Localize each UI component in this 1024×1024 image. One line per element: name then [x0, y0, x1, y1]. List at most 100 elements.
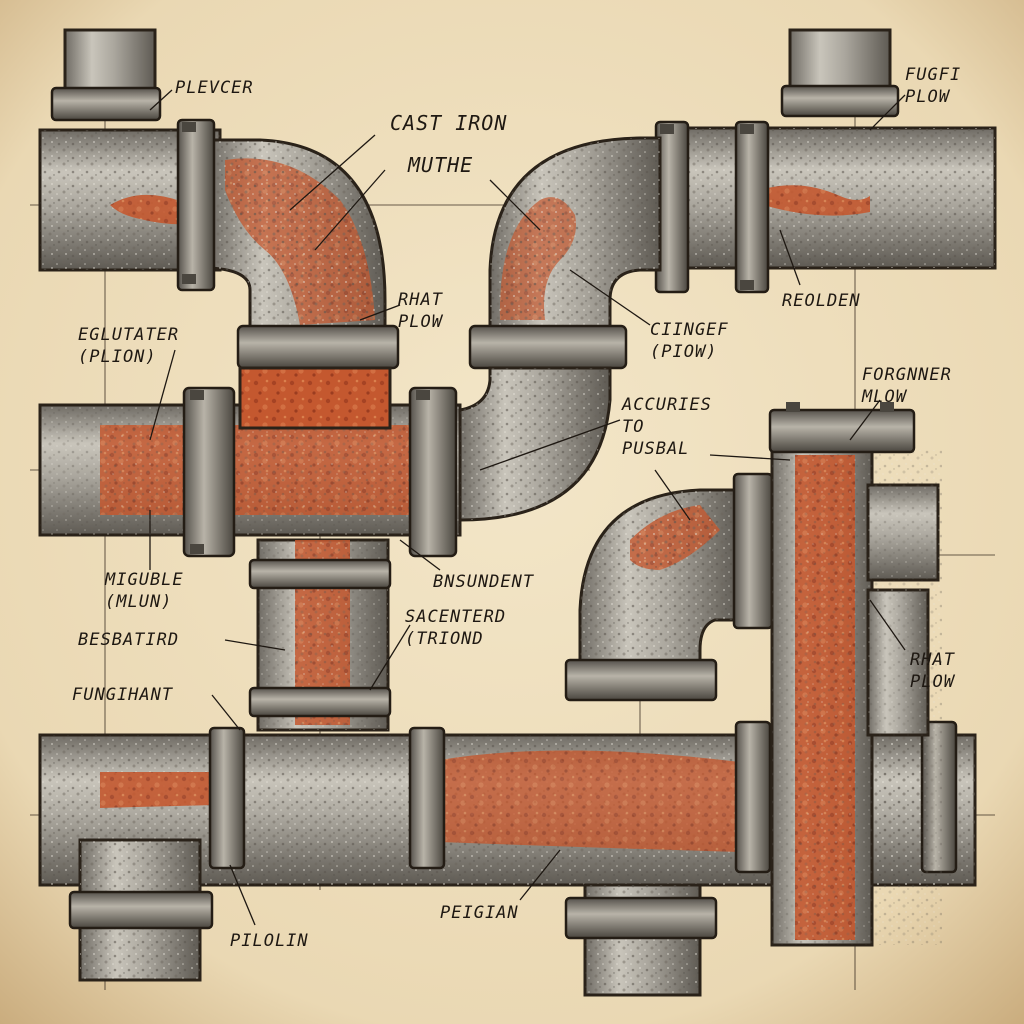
label-line: PILOLIN: [230, 931, 309, 951]
label-line: FUNGIHANT: [72, 685, 174, 705]
leader-line: [709, 454, 791, 461]
leader-line: [569, 269, 651, 326]
leader-line: [369, 624, 411, 691]
bolt-icon: [880, 402, 894, 412]
leader-line: [399, 539, 441, 571]
pipe-network: [38, 28, 997, 997]
label-line: CIINGEF: [650, 320, 729, 340]
label-migueble: MIGUBLE(MLUN): [104, 570, 184, 612]
label-line: EGLUTATER: [78, 325, 179, 345]
label-line: PLOW: [398, 312, 444, 332]
label-line: FORGNNER: [862, 365, 952, 385]
label-line: (TRIOND: [405, 629, 484, 649]
label-reolden: REOLDEN: [782, 291, 861, 311]
rust-patch: [760, 185, 870, 216]
label-peigian: PEIGIAN: [440, 903, 519, 923]
label-line: BNSUNDENT: [433, 572, 535, 592]
label-line: FUGFI: [905, 65, 961, 85]
pipe-flange: [176, 118, 216, 292]
leader-line: [869, 94, 906, 131]
label-cast-iron: CAST IRON: [390, 111, 507, 135]
pipe-texture: [460, 368, 610, 520]
label-ciingef: CIINGEF(PIOW): [650, 320, 729, 362]
leader-line: [654, 469, 691, 521]
leader-lines: [149, 89, 906, 926]
leader-line: [149, 89, 173, 111]
leader-line: [849, 399, 881, 441]
pipe-texture: [580, 490, 740, 665]
bolts: [182, 122, 894, 554]
label-line: (PIOW): [650, 342, 717, 362]
pipe-flange: [734, 720, 772, 874]
bolt-icon: [740, 280, 754, 290]
label-sacenterd: SACENTERD(TRIOND: [405, 607, 506, 649]
bolt-icon: [660, 124, 674, 134]
pipe-flange: [68, 890, 214, 930]
pipe-flange: [732, 472, 774, 630]
leader-line: [489, 179, 541, 231]
label-line: PLEVCER: [175, 78, 254, 98]
label-line: (PLION): [78, 347, 157, 367]
label-eglutater: EGLUTATER(PLION): [78, 325, 179, 367]
label-plevcer: PLEVCER: [175, 78, 254, 98]
pipe-flange: [182, 386, 236, 558]
label-line: MIGUBLE: [104, 570, 184, 590]
leader-line: [869, 599, 906, 651]
pipe-flange: [208, 726, 246, 870]
rust-patch: [100, 772, 215, 808]
bolt-icon: [190, 390, 204, 400]
bolt-icon: [182, 122, 196, 132]
label-line: SACENTERD: [405, 607, 506, 627]
rust-patch: [440, 750, 740, 852]
pipe-flange: [248, 686, 392, 718]
leader-line: [779, 229, 801, 286]
label-line: PLOW: [905, 87, 951, 107]
bolt-icon: [740, 124, 754, 134]
label-line: MUTHE: [407, 153, 473, 177]
pipe-flange: [50, 86, 162, 122]
leader-line: [224, 639, 286, 651]
label-line: BESBATIRD: [78, 630, 179, 650]
pipe-flange: [248, 558, 392, 590]
bolt-icon: [190, 544, 204, 554]
pipe-flange: [236, 324, 400, 370]
pipe-flange: [468, 324, 628, 370]
label-line: PEIGIAN: [440, 903, 519, 923]
leader-line: [149, 349, 176, 441]
label-line: RHAT: [910, 650, 956, 670]
label-line: CAST IRON: [390, 111, 507, 135]
label-line: RHAT: [398, 290, 444, 310]
leader-line: [479, 419, 621, 471]
bolt-icon: [416, 390, 430, 400]
label-line: REOLDEN: [782, 291, 861, 311]
leader-line: [211, 694, 241, 731]
leader-line: [519, 849, 561, 901]
label-muthe: MUTHE: [407, 153, 473, 177]
pipe-flange: [780, 84, 900, 118]
pipe-flange: [408, 386, 458, 558]
label-line: MLOW: [861, 387, 908, 407]
label-pilolin: PILOLIN: [230, 931, 309, 951]
leader-line: [314, 169, 386, 251]
pipe-flange: [734, 120, 770, 294]
label-line: TO: [622, 417, 644, 437]
label-line: (MLUN): [105, 592, 172, 612]
pipe-texture: [490, 138, 660, 340]
pipe-segment: [238, 366, 392, 430]
label-line: PLOW: [910, 672, 956, 692]
label-line: PUSBAL: [622, 439, 689, 459]
pipe-texture: [772, 450, 942, 945]
label-line: ACCURIES: [621, 395, 712, 415]
pipe-flange: [408, 726, 446, 870]
label-besbatird: BESBATIRD: [78, 630, 179, 650]
bolt-icon: [182, 274, 196, 284]
pipe-texture: [210, 140, 385, 330]
leader-line: [289, 134, 376, 211]
